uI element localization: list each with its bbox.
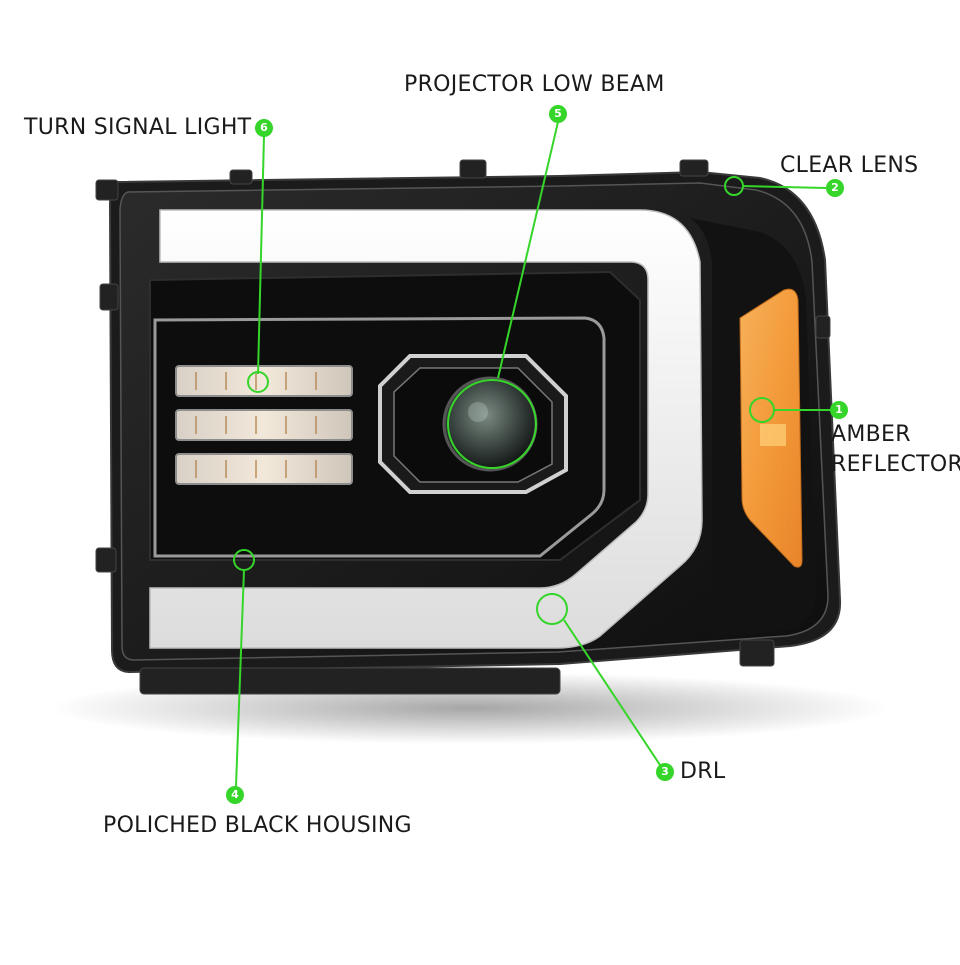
callout-badge-4: 4 xyxy=(226,786,244,804)
callout-ring-5 xyxy=(447,379,537,469)
projector-glare xyxy=(468,402,488,422)
callout-badge-6: 6 xyxy=(255,119,273,137)
mounting-tabs xyxy=(95,159,831,695)
chrome-trim xyxy=(153,316,606,558)
callout-label-2: CLEAR LENS xyxy=(780,153,919,178)
callout-label-3: DRL xyxy=(680,759,726,784)
leader-line-5 xyxy=(497,121,559,379)
callout-label-6: TURN SIGNAL LIGHT xyxy=(24,115,252,140)
callout-label-1: AMBER REFLECTOR xyxy=(831,422,960,477)
callout-badge-1: 1 xyxy=(830,401,848,419)
callout-ring-4 xyxy=(233,549,255,571)
callout-ring-6 xyxy=(247,371,269,393)
callout-badge-3: 3 xyxy=(656,763,674,781)
leader-line-4 xyxy=(235,569,245,787)
callout-badge-5: 5 xyxy=(549,105,567,123)
leader-line-2 xyxy=(741,185,827,189)
leader-line-3 xyxy=(563,619,663,769)
turn-signal-strips xyxy=(175,365,353,485)
amber-highlight xyxy=(760,424,786,446)
callout-ring-3 xyxy=(536,593,568,625)
callout-label-5: PROJECTOR LOW BEAM xyxy=(404,72,665,97)
callout-label-4: POLICHED BLACK HOUSING xyxy=(103,813,412,838)
callout-ring-1 xyxy=(749,397,775,423)
drl-light-bar xyxy=(149,209,703,649)
leader-line-6 xyxy=(257,135,265,375)
callout-badge-2: 2 xyxy=(826,179,844,197)
callout-ring-2 xyxy=(724,176,744,196)
